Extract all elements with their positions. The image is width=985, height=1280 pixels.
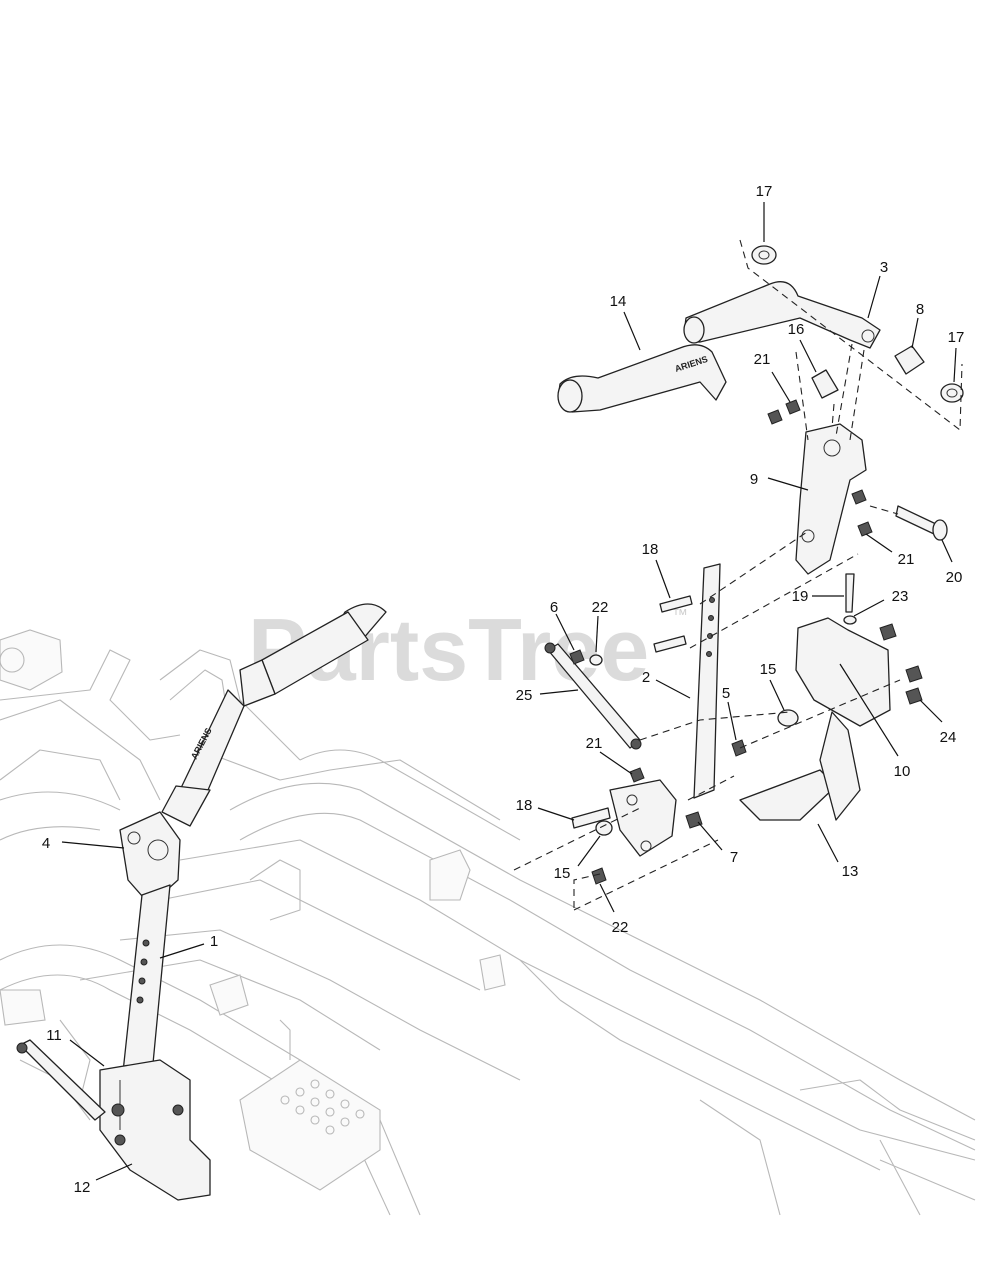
callout-5: 5 <box>722 685 730 702</box>
callout-6: 6 <box>550 599 558 616</box>
step-plate-holes <box>280 1079 365 1135</box>
watermark-trademark: ™ <box>672 607 688 624</box>
callout-13: 13 <box>842 863 859 880</box>
callout-24: 24 <box>940 729 957 746</box>
mower-frame <box>0 629 976 1216</box>
callout-19: 19 <box>792 588 809 605</box>
callout-2: 2 <box>642 669 650 686</box>
callout-18: 18 <box>516 797 533 814</box>
callout-3: 3 <box>880 259 888 276</box>
callouts: 17 3 14 8 16 17 21 9 18 21 20 6 22 19 23… <box>42 183 965 1196</box>
part-19-bolt <box>845 573 855 613</box>
callout-15: 15 <box>554 865 571 882</box>
part-8-bushing <box>894 345 925 375</box>
callout-10: 10 <box>894 763 911 780</box>
part-13-bracket <box>739 769 837 821</box>
part-10-bracket <box>795 617 891 727</box>
callout-22: 22 <box>592 599 609 616</box>
callout-9: 9 <box>750 471 758 488</box>
callout-21: 21 <box>898 551 915 568</box>
lower-link-plate <box>609 779 677 857</box>
callout-8: 8 <box>916 301 924 318</box>
callout-1: 1 <box>210 933 218 950</box>
callout-18: 18 <box>642 541 659 558</box>
callout-25: 25 <box>516 687 533 704</box>
callout-15: 15 <box>760 661 777 678</box>
callout-14: 14 <box>610 293 627 310</box>
callout-4: 4 <box>42 835 50 852</box>
exploded-parts: ARIENS <box>513 239 964 911</box>
callout-23: 23 <box>892 588 909 605</box>
part-16-spacer <box>811 369 839 399</box>
installed-handle-assembly: ARIENS <box>16 603 387 1201</box>
callout-21: 21 <box>586 735 603 752</box>
part-18-bolt <box>659 595 693 613</box>
callout-12: 12 <box>74 1179 91 1196</box>
callout-7: 7 <box>730 849 738 866</box>
part-2-lever <box>693 563 721 799</box>
callout-21: 21 <box>754 351 771 368</box>
callout-20: 20 <box>946 569 963 586</box>
callout-17: 17 <box>948 329 965 346</box>
part-3-shaft <box>684 281 881 349</box>
callout-16: 16 <box>788 321 805 338</box>
callout-11: 11 <box>46 1027 62 1044</box>
part-20-bolt <box>895 505 937 535</box>
part-15-bushing <box>777 709 799 727</box>
callout-17: 17 <box>756 183 773 200</box>
callout-22: 22 <box>612 919 629 936</box>
part-17-washer <box>751 245 777 265</box>
